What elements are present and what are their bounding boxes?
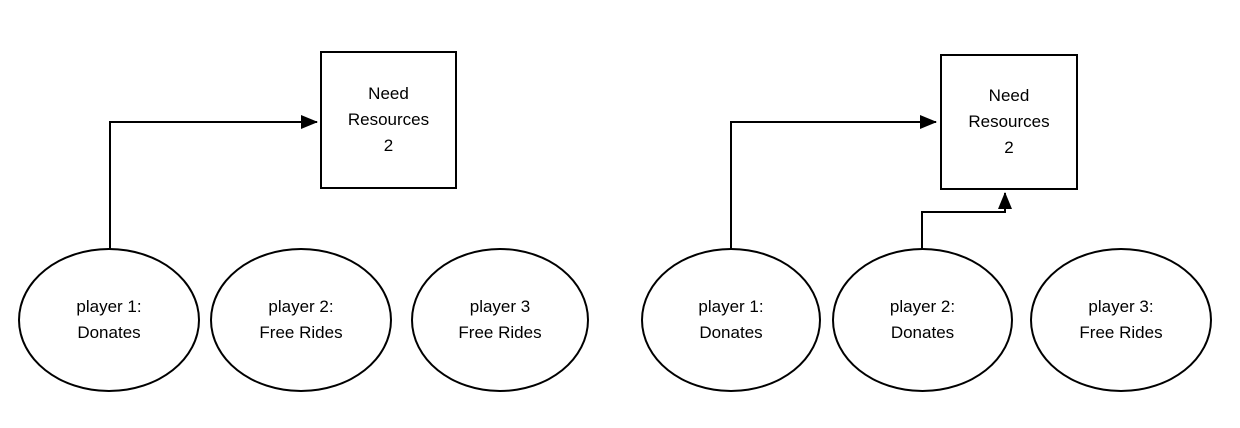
left-need-resources-label: Need Resources 2 <box>347 84 430 155</box>
right-player3-ellipse[interactable]: player 3: Free Rides <box>1030 248 1212 392</box>
right-player2-ellipse[interactable]: player 2: Donates <box>832 248 1013 392</box>
left-player2-ellipse[interactable]: player 2: Free Rides <box>210 248 392 392</box>
right-player1-ellipse[interactable]: player 1: Donates <box>641 248 821 392</box>
edge-left-player1-to-box[interactable] <box>109 115 318 249</box>
left-player1-ellipse[interactable]: player 1: Donates <box>18 248 200 392</box>
left-player1-label: player 1: Donates <box>76 297 142 342</box>
right-player3-label: player 3: Free Rides <box>1079 297 1163 342</box>
right-player2-label: player 2: Donates <box>889 297 956 342</box>
left-player3-ellipse[interactable]: player 3 Free Rides <box>411 248 589 392</box>
left-player3-label: player 3 Free Rides <box>458 297 542 342</box>
left-need-resources-box[interactable]: Need Resources 2 <box>320 51 457 189</box>
left-player2-label: player 2: Free Rides <box>259 297 343 342</box>
right-player1-label: player 1: Donates <box>698 297 764 342</box>
edge-right-player2-to-box[interactable] <box>921 192 1012 249</box>
right-need-resources-label: Need Resources 2 <box>968 86 1050 157</box>
right-need-resources-box[interactable]: Need Resources 2 <box>940 54 1078 190</box>
edge-right-player1-to-box[interactable] <box>730 115 937 249</box>
